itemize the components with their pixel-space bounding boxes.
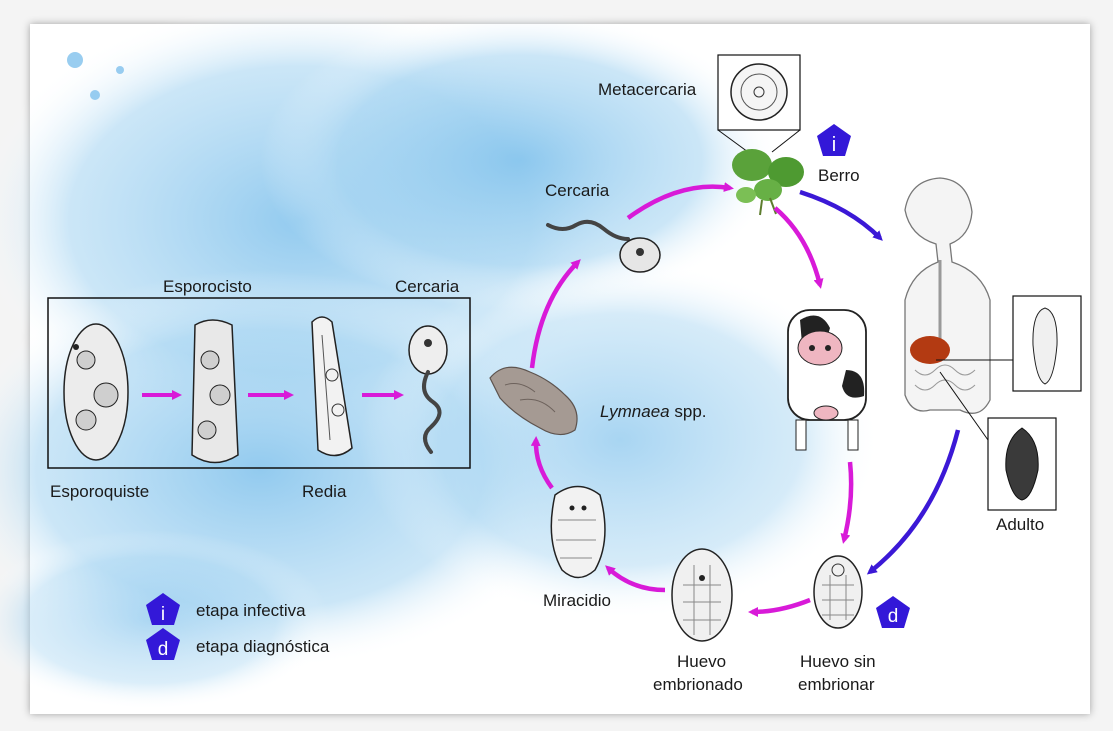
label-berro: Berro — [818, 166, 860, 185]
label-adulto: Adulto — [996, 515, 1044, 534]
metacercaria-icon — [731, 64, 787, 120]
label-embrionar: embrionar — [798, 675, 875, 694]
sporocyst-elongated-icon — [192, 320, 238, 463]
svg-text:d: d — [158, 639, 169, 660]
miracidium-icon — [551, 487, 605, 578]
label-huevo-sin: Huevo sin — [800, 652, 876, 671]
label-lymnaea: Lymnaea spp. — [600, 402, 707, 421]
label-esporoquiste: Esporoquiste — [50, 482, 149, 501]
label-esporocisto: Esporocisto — [163, 277, 252, 296]
egg-icon — [814, 556, 862, 628]
legend-diagnostic-text: etapa diagnóstica — [196, 637, 330, 656]
label-huevo-embrionado-1: Huevo — [677, 652, 726, 671]
label-cercaria: Cercaria — [545, 181, 610, 200]
legend-infective-text: etapa infectiva — [196, 601, 306, 620]
svg-text:i: i — [161, 604, 165, 625]
svg-text:d: d — [888, 606, 899, 627]
label-metacercaria: Metacercaria — [598, 80, 697, 99]
svg-text:i: i — [832, 134, 836, 156]
label-cercaria-inset: Cercaria — [395, 277, 460, 296]
label-huevo-embrionado-2: embrionado — [653, 675, 743, 694]
label-miracidio: Miracidio — [543, 591, 611, 610]
sporocyst-icon — [64, 324, 128, 460]
label-redia: Redia — [302, 482, 347, 501]
embryonated-egg-icon — [672, 549, 732, 641]
